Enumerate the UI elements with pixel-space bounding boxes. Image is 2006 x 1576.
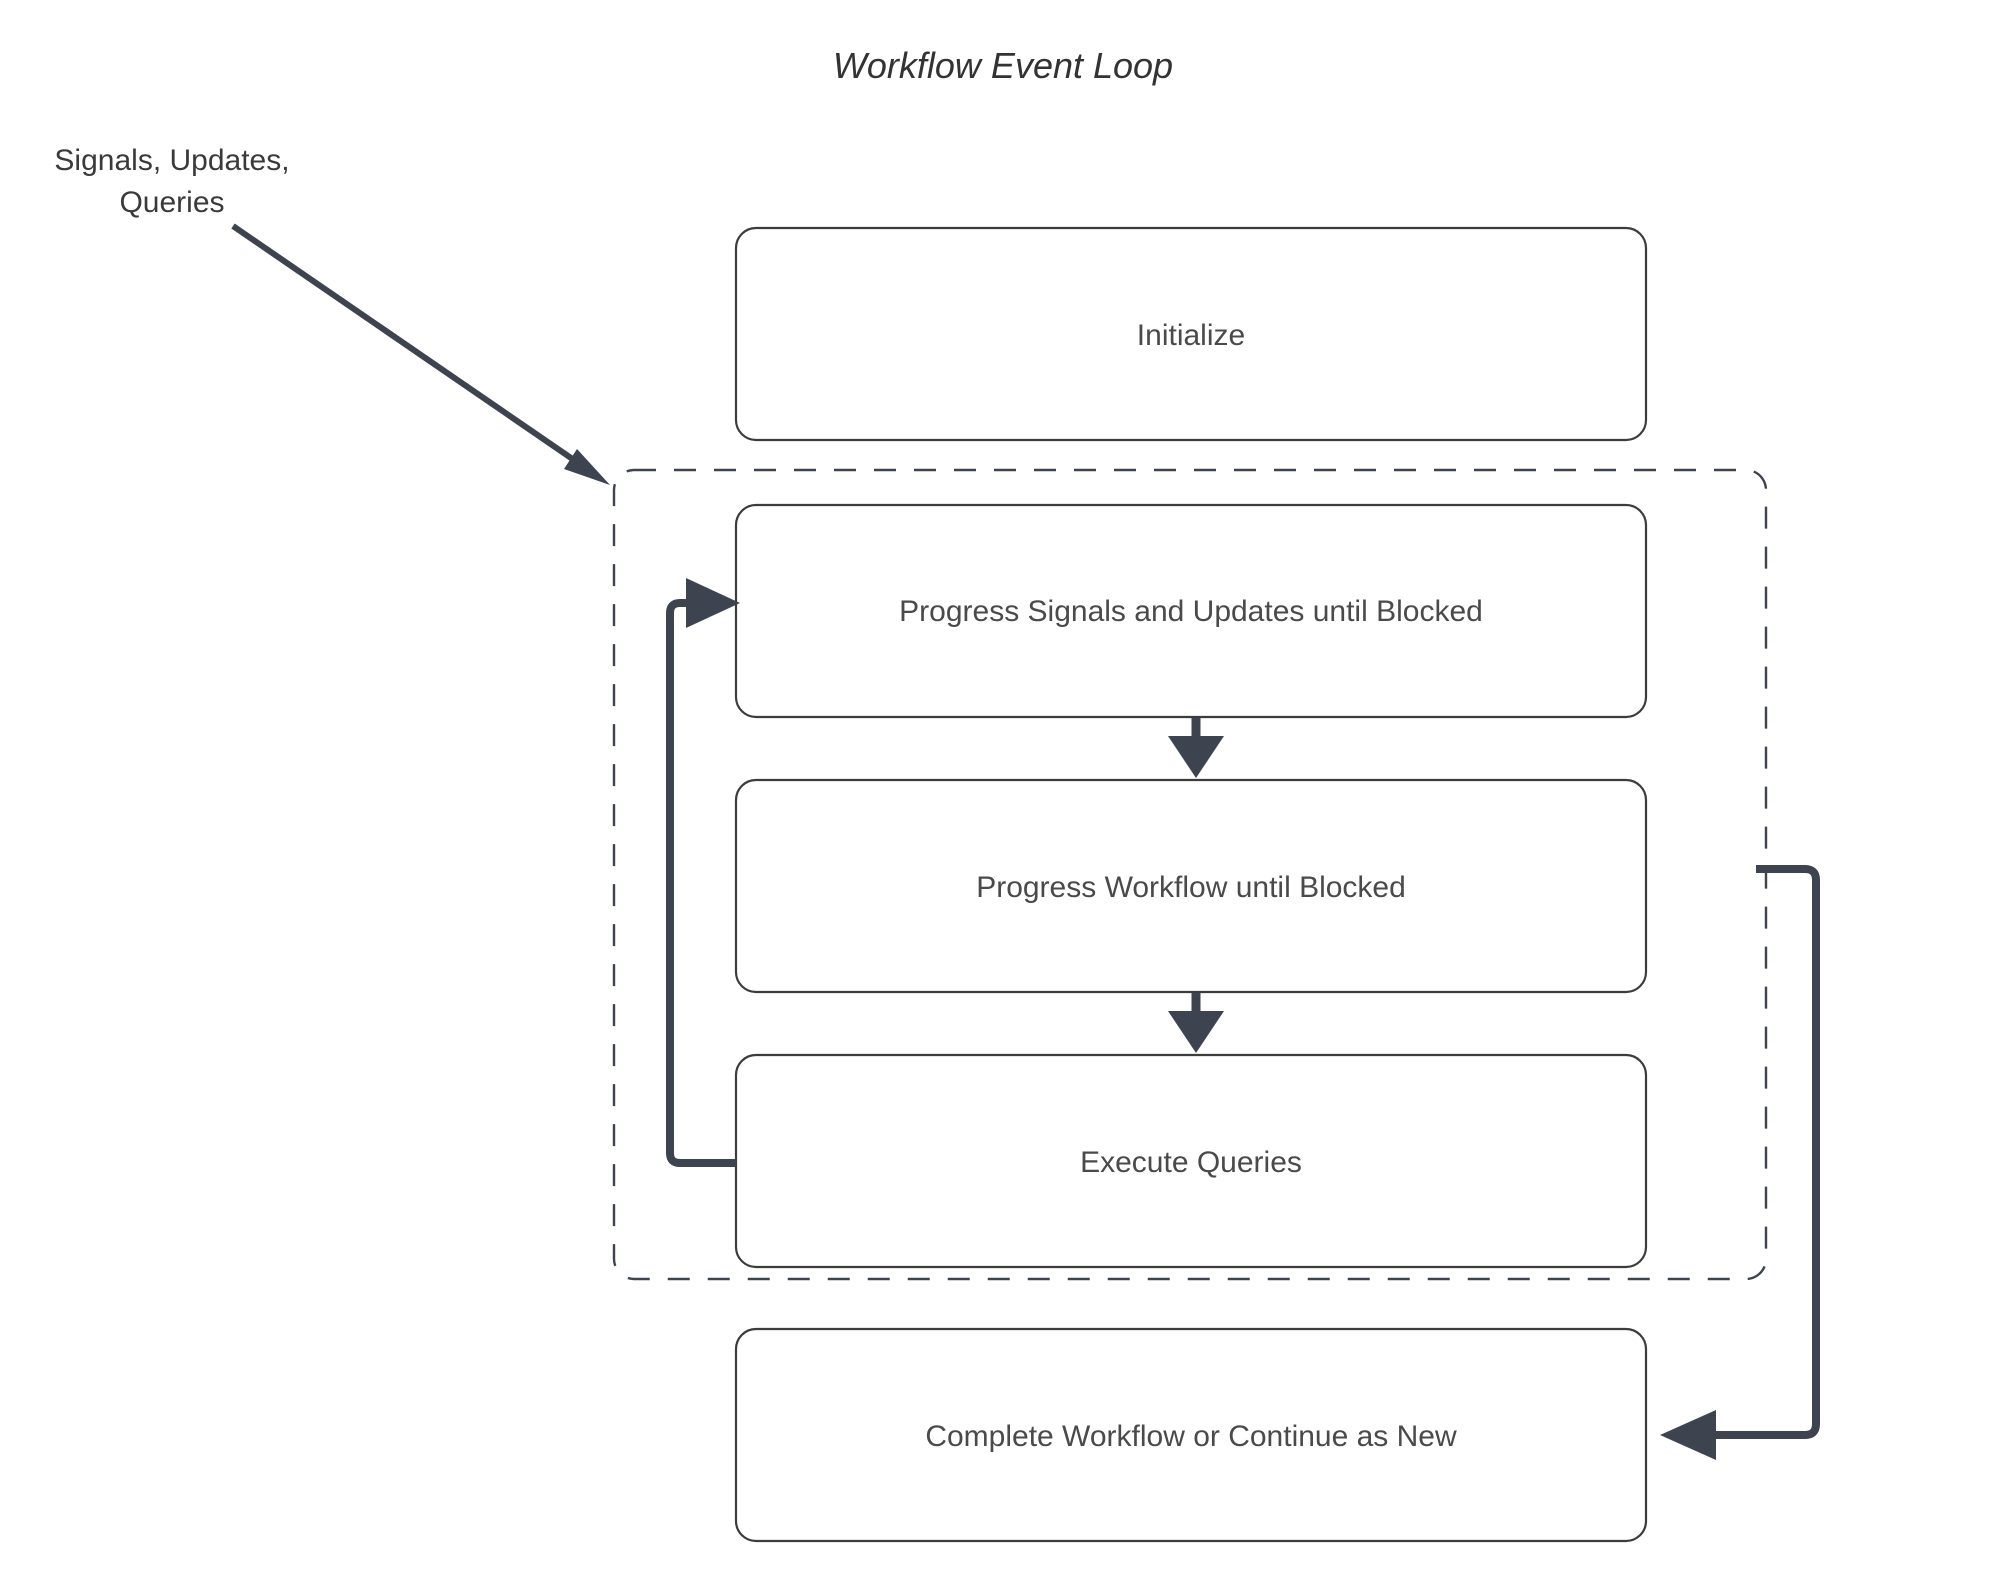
event-loop-container bbox=[612, 468, 1768, 1281]
external-input-label-line2: Queries bbox=[119, 186, 224, 219]
external-input-label-line1: Signals, Updates, bbox=[54, 144, 289, 177]
arrow-loop-exit bbox=[1660, 865, 1820, 1460]
arrow-signals-to-workflow bbox=[1168, 718, 1224, 778]
node-initialize-label: Initialize bbox=[1137, 319, 1245, 352]
node-progress-workflow[interactable]: Progress Workflow until Blocked bbox=[734, 778, 1648, 994]
node-initialize[interactable]: Initialize bbox=[734, 226, 1648, 442]
arrow-workflow-to-queries bbox=[1168, 993, 1224, 1053]
node-complete-workflow[interactable]: Complete Workflow or Continue as New bbox=[734, 1327, 1648, 1543]
node-execute-queries[interactable]: Execute Queries bbox=[734, 1053, 1648, 1269]
node-progress-signals[interactable]: Progress Signals and Updates until Block… bbox=[734, 503, 1648, 719]
node-complete-workflow-label: Complete Workflow or Continue as New bbox=[925, 1420, 1457, 1453]
node-progress-workflow-label: Progress Workflow until Blocked bbox=[976, 871, 1406, 904]
diagram-title: Workflow Event Loop bbox=[833, 45, 1173, 86]
node-initialize-box[interactable] bbox=[734, 226, 1648, 442]
node-progress-signals-box[interactable] bbox=[734, 503, 1648, 719]
node-progress-signals-label: Progress Signals and Updates until Block… bbox=[899, 595, 1483, 628]
external-input-arrow bbox=[231, 223, 610, 485]
node-execute-queries-label: Execute Queries bbox=[1080, 1146, 1302, 1179]
arrow-loop-back bbox=[666, 578, 740, 1167]
node-complete-workflow-box[interactable] bbox=[734, 1327, 1648, 1543]
node-progress-workflow-box[interactable] bbox=[734, 778, 1648, 994]
